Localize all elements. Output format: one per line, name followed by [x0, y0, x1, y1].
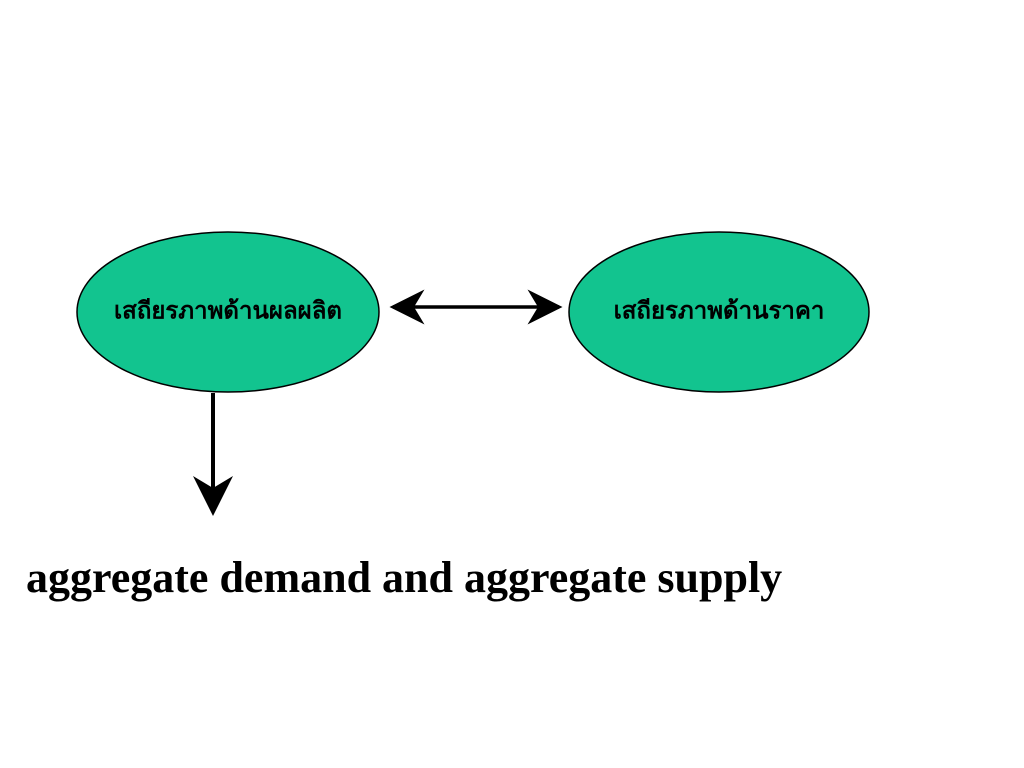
node-output-stability: เสถียรภาพด้านผลผลิต — [76, 231, 380, 393]
node-output-stability-label: เสถียรภาพด้านผลผลิต — [114, 296, 342, 325]
node-price-stability: เสถียรภาพด้านราคา — [568, 231, 870, 393]
diagram-caption: aggregate demand and aggregate supply — [26, 553, 783, 602]
node-output-stability-ellipse — [76, 231, 380, 393]
node-price-stability-label: เสถียรภาพด้านราคา — [614, 296, 825, 325]
node-price-stability-ellipse — [568, 231, 870, 393]
